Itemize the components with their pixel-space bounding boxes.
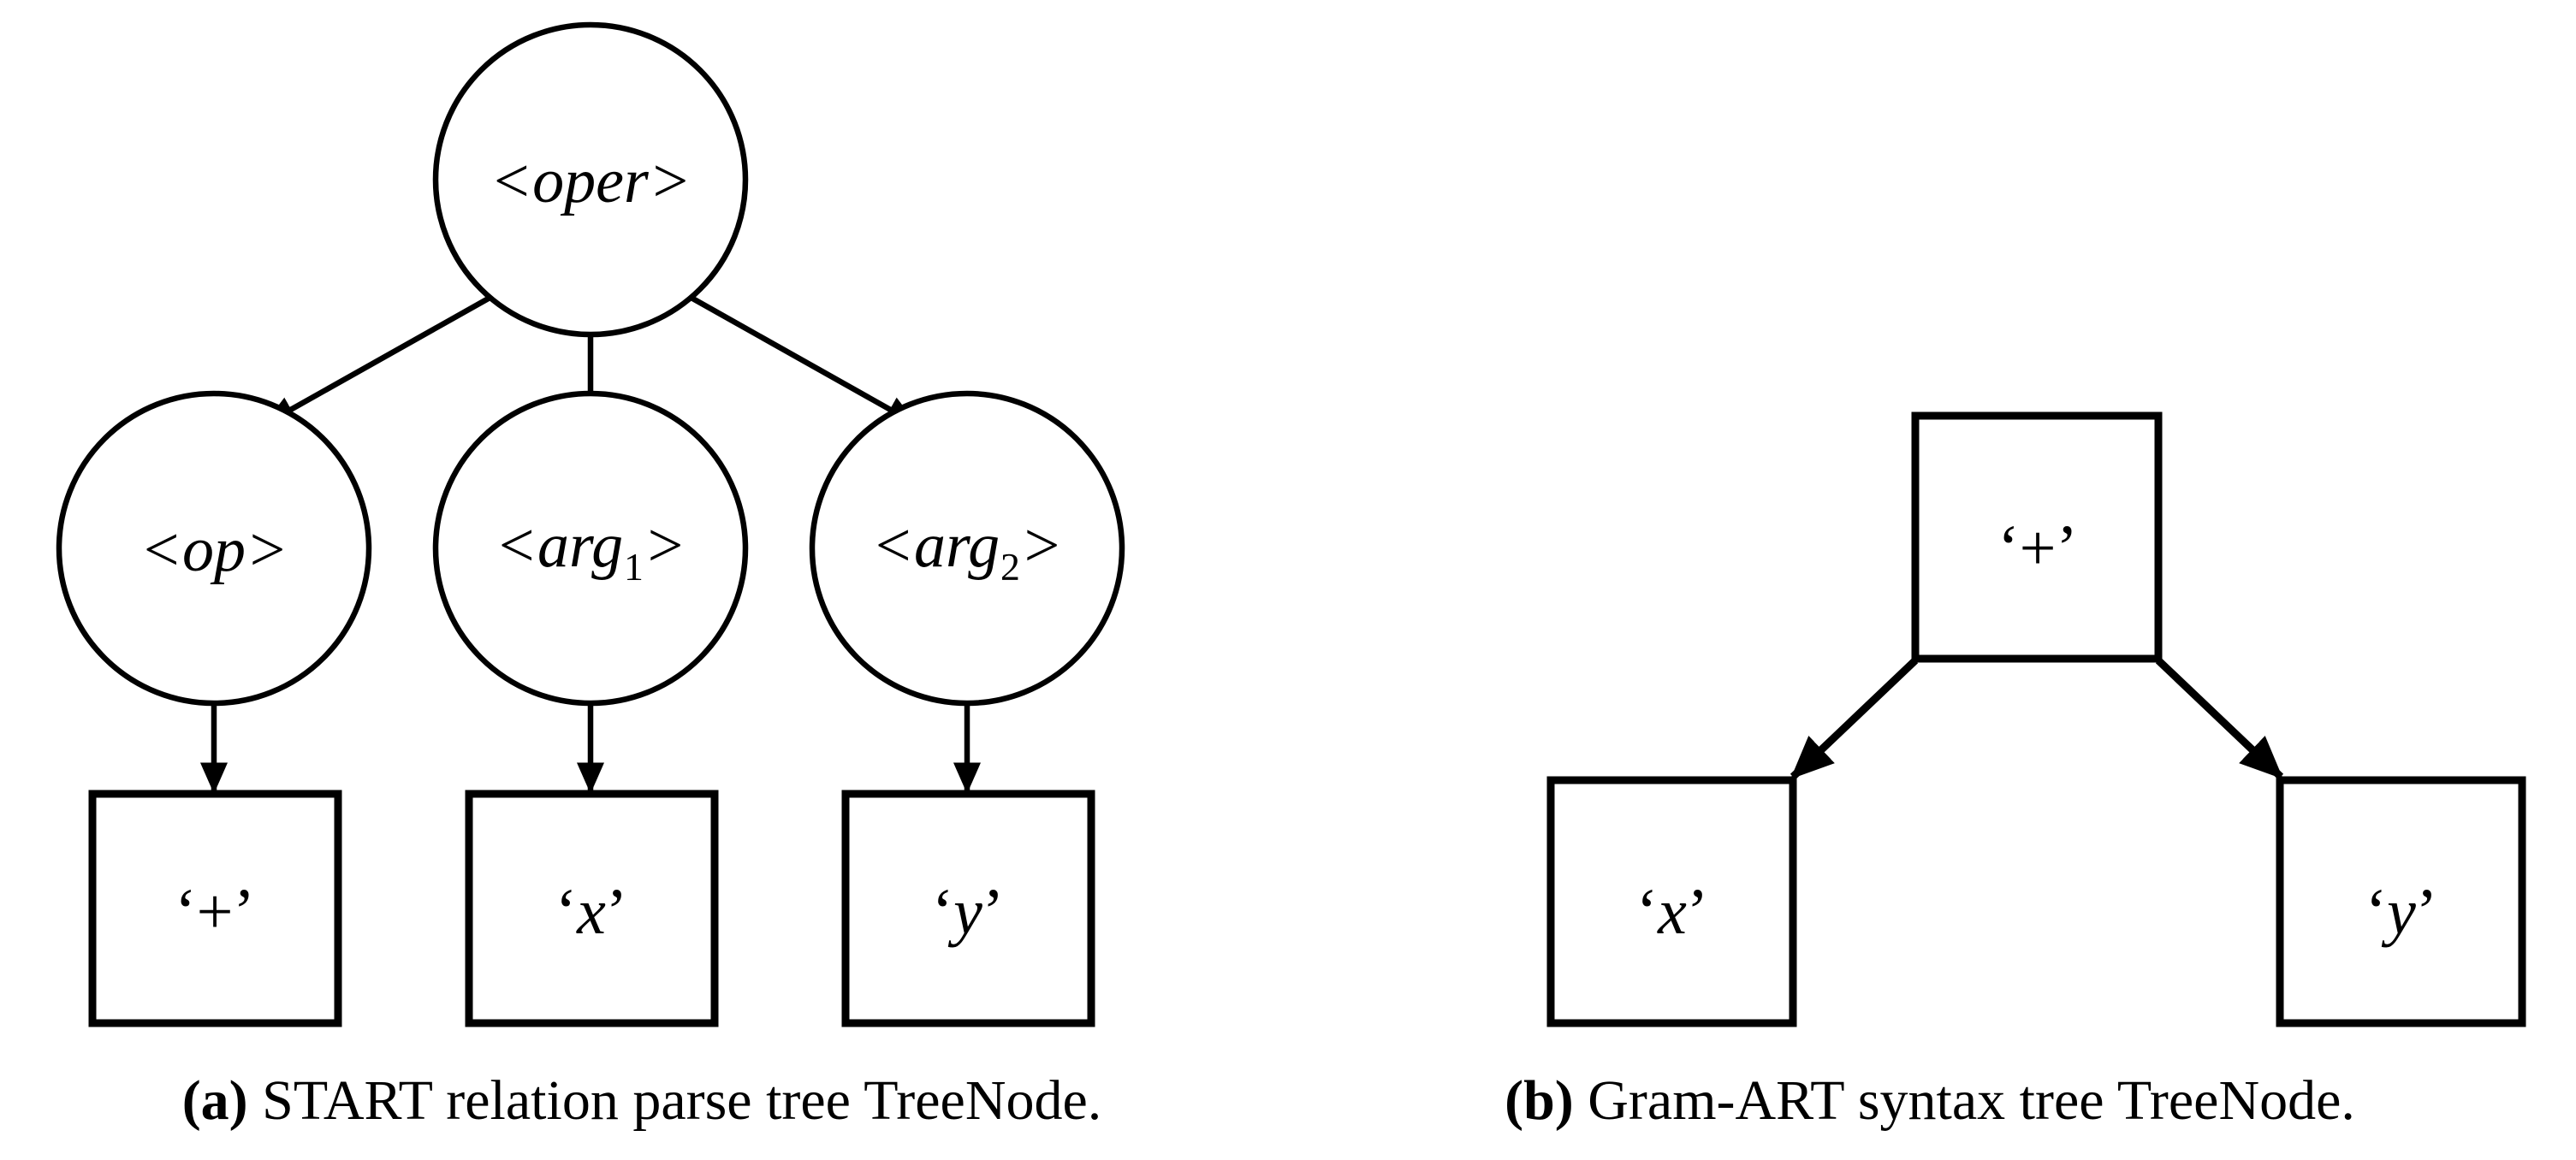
edge-oper-arg2 <box>680 290 917 426</box>
node-arg2-label-subscript: 2 <box>1000 544 1020 589</box>
node-y-label: ‘y’ <box>932 879 1004 944</box>
plus-glyph: + <box>196 876 234 948</box>
caption-b-tag: (b) <box>1505 1069 1574 1132</box>
node-x-label: ‘x’ <box>555 879 627 944</box>
node-op-circle[interactable] <box>56 390 372 707</box>
panel-a-parse-tree: <oper> <op> <arg1> <arg2> ‘+’ ‘x’ ‘y’ (a… <box>0 0 1284 1160</box>
x-glyph: x <box>577 876 606 948</box>
plus-glyph: + <box>2019 512 2057 584</box>
edge-plus-y <box>2155 657 2284 780</box>
node-plus-label: ‘+’ <box>175 879 255 944</box>
node-oper-label: <oper> <box>490 146 691 216</box>
panel-b-tree-graphic <box>1546 411 2526 1027</box>
quote-close-glyph: ’ <box>2056 512 2078 584</box>
quote-open-glyph: ‘ <box>555 876 578 948</box>
quote-close-glyph: ’ <box>605 876 628 948</box>
caption-b-text: Gram-ART syntax tree TreeNode. <box>1573 1069 2355 1132</box>
quote-close-glyph: ’ <box>1686 876 1709 948</box>
panel-b-syntax-tree: ‘+’ ‘x’ ‘y’ (b) Gram-ART syntax tree Tre… <box>1284 0 2576 1160</box>
node-y-box[interactable] <box>2276 776 2526 1027</box>
node-arg1-label: <arg1> <box>495 514 686 586</box>
node-arg1-label-subscript: 1 <box>624 544 644 589</box>
quote-open-glyph: ‘ <box>2365 876 2388 948</box>
caption-a-tag: (a) <box>181 1069 248 1132</box>
node-oper-circle[interactable] <box>432 21 749 338</box>
edge-plus-x <box>1790 657 1919 780</box>
node-x-label: ‘x’ <box>1636 879 1708 944</box>
node-arg2-label: <arg2> <box>871 514 1063 586</box>
quote-open-glyph: ‘ <box>1997 512 2020 584</box>
node-arg2-label-base: <arg <box>871 510 1000 581</box>
caption-b: (b) Gram-ART syntax tree TreeNode. <box>1284 1071 2576 1130</box>
node-y-box[interactable] <box>841 790 1095 1027</box>
node-plus-box[interactable] <box>1911 411 2163 663</box>
panel-b-edges <box>1790 657 2284 780</box>
node-arg2-circle[interactable] <box>809 390 1125 707</box>
node-x-box[interactable] <box>1546 776 1797 1027</box>
caption-a-text: START relation parse tree TreeNode. <box>247 1069 1102 1132</box>
y-glyph: y <box>2387 876 2416 948</box>
quote-close-glyph: ’ <box>2415 876 2438 948</box>
caption-a: (a) START relation parse tree TreeNode. <box>0 1071 1284 1130</box>
node-arg2-label-close: > <box>1019 510 1063 581</box>
node-op-label: <op> <box>139 515 288 585</box>
x-glyph: x <box>1658 876 1687 948</box>
quote-open-glyph: ‘ <box>931 876 954 948</box>
node-arg1-label-base: <arg <box>495 510 624 581</box>
node-plus-label: ‘+’ <box>1997 516 2078 581</box>
quote-open-glyph: ‘ <box>175 876 197 948</box>
node-y-label: ‘y’ <box>2365 879 2437 944</box>
y-glyph: y <box>953 876 982 948</box>
panel-a-tree-graphic <box>56 21 1125 1027</box>
quote-open-glyph: ‘ <box>1635 876 1659 948</box>
node-arg1-circle[interactable] <box>432 390 749 707</box>
panel-a-edges <box>199 290 982 794</box>
node-plus-box[interactable] <box>88 790 342 1027</box>
node-x-box[interactable] <box>465 790 719 1027</box>
node-arg1-label-close: > <box>643 510 686 581</box>
quote-close-glyph: ’ <box>233 876 255 948</box>
edge-oper-op <box>264 290 501 426</box>
quote-close-glyph: ’ <box>982 876 1005 948</box>
